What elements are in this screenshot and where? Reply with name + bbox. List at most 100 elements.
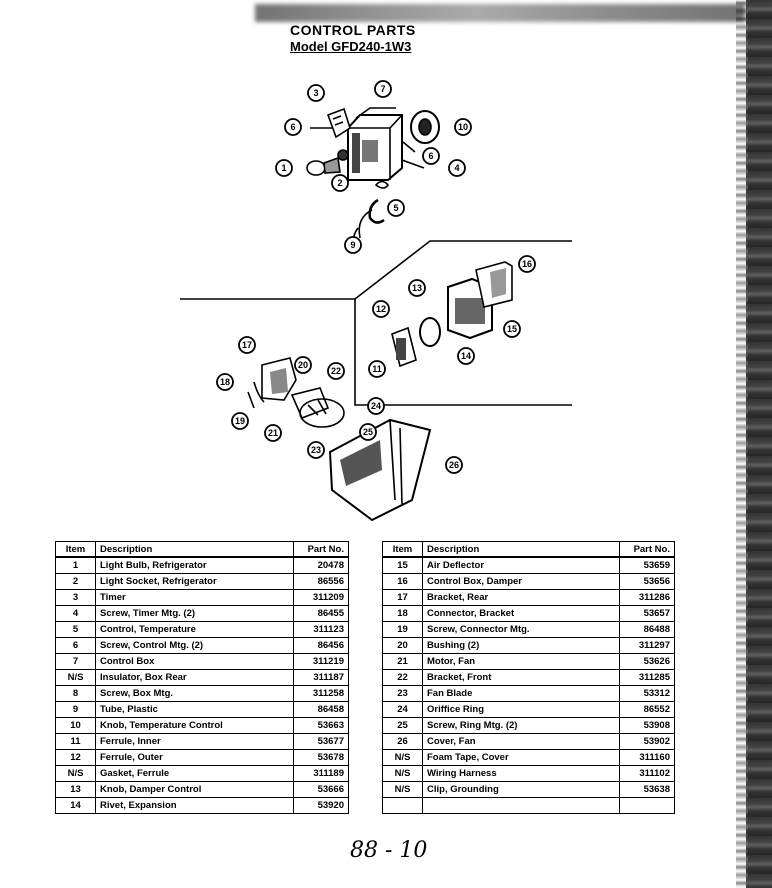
cell-description: Screw, Timer Mtg. (2): [95, 605, 294, 622]
cell-part-no: 53677: [293, 733, 349, 750]
callout-22: 22: [327, 362, 345, 380]
callout-6a: 6: [284, 118, 302, 136]
cell-description: Knob, Temperature Control: [95, 717, 294, 734]
cell-item: 5: [55, 621, 96, 638]
callout-10-label: 10: [458, 122, 468, 132]
cell-item: 4: [55, 605, 96, 622]
cell-part-no: 86556: [293, 573, 349, 590]
cell-part-no: 311286: [619, 589, 675, 606]
callout-21-label: 21: [268, 428, 278, 438]
cell-part-no: 86552: [619, 701, 675, 718]
column-header-description: Description: [422, 541, 620, 558]
callout-23-label: 23: [311, 445, 321, 455]
cell-description: Bracket, Front: [422, 669, 620, 686]
cell-description: Control Box: [95, 653, 294, 670]
callout-13-label: 13: [412, 283, 422, 293]
cell-part-no: 53920: [293, 797, 349, 814]
cell-part-no: 311297: [619, 637, 675, 654]
cell-item: 14: [55, 797, 96, 814]
cell-part-no: 53678: [293, 749, 349, 766]
cell-description: Knob, Damper Control: [95, 781, 294, 798]
callout-markers: 1 2 3 4 5 6 6 7 9 10 11 12 13 14 15 16 1…: [216, 80, 536, 474]
cell-description: Gasket, Ferrule: [95, 765, 294, 782]
cell-item: 13: [55, 781, 96, 798]
cell-description: Ferrule, Inner: [95, 733, 294, 750]
callout-3-label: 3: [313, 88, 318, 98]
exploded-parts-diagram: 1 2 3 4 5 6 6 7 9 10 11 12 13 14 15 16 1…: [180, 80, 572, 522]
inset-frame: [354, 299, 572, 406]
section-divider: [180, 240, 572, 300]
cell-description: Light Socket, Refrigerator: [95, 573, 294, 590]
cell-description: Oriffice Ring: [422, 701, 620, 718]
callout-7-label: 7: [380, 84, 385, 94]
callout-11-label: 11: [372, 364, 382, 374]
callout-1: 1: [275, 159, 293, 177]
page-title: CONTROL PARTS: [290, 22, 416, 38]
cell-item: 17: [382, 589, 423, 606]
cell-item: 6: [55, 637, 96, 654]
cell-part-no: 86488: [619, 621, 675, 638]
page-header: CONTROL PARTS Model GFD240-1W3: [290, 22, 490, 54]
callout-15-label: 15: [507, 324, 517, 334]
fan-assembly-drawing: [247, 357, 432, 522]
callout-13: 13: [408, 279, 426, 297]
callout-22-label: 22: [331, 366, 341, 376]
cell-description: Air Deflector: [422, 556, 620, 574]
callout-2-label: 2: [337, 178, 342, 188]
damper-assembly-drawing: [391, 261, 513, 368]
callout-25: 25: [359, 423, 377, 441]
callout-18: 18: [216, 373, 234, 391]
callout-1-label: 1: [281, 163, 286, 173]
cell-description: Tube, Plastic: [95, 701, 294, 718]
cell-description: Connector, Bracket: [422, 605, 620, 622]
cell-item: 25: [382, 717, 423, 734]
column-header-part-no: Part No.: [619, 541, 675, 558]
handwritten-page-number: 88 - 10: [350, 838, 428, 863]
cell-item: 20: [382, 637, 423, 654]
cell-item: N/S: [382, 749, 423, 766]
cell-part-no: 53663: [293, 717, 349, 734]
cell-item: [382, 797, 423, 814]
callout-12-label: 12: [376, 304, 386, 314]
callout-6-label: 6: [428, 151, 433, 161]
callout-16-label: 16: [522, 259, 532, 269]
cell-description: Screw, Box Mtg.: [95, 685, 294, 702]
cell-part-no: 53659: [619, 556, 675, 574]
cell-description: Bushing (2): [422, 637, 620, 654]
cell-item: 23: [382, 685, 423, 702]
table-row: [382, 797, 675, 814]
column-header-description: Description: [95, 541, 294, 558]
cell-item: 22: [382, 669, 423, 686]
callout-24-label: 24: [371, 401, 381, 411]
cell-item: 3: [55, 589, 96, 606]
cell-description: Cover, Fan: [422, 733, 620, 750]
callout-23: 23: [307, 441, 325, 459]
callout-24: 24: [367, 397, 385, 415]
cell-description: Bracket, Rear: [422, 589, 620, 606]
cell-description: Screw, Control Mtg. (2): [95, 637, 294, 654]
cell-description: Control Box, Damper: [422, 573, 620, 590]
callout-20-label: 20: [298, 360, 308, 370]
cell-description: Foam Tape, Cover: [422, 749, 620, 766]
callout-26: 26: [445, 456, 463, 474]
cell-part-no: 311219: [293, 653, 349, 670]
cell-part-no: 53656: [619, 573, 675, 590]
